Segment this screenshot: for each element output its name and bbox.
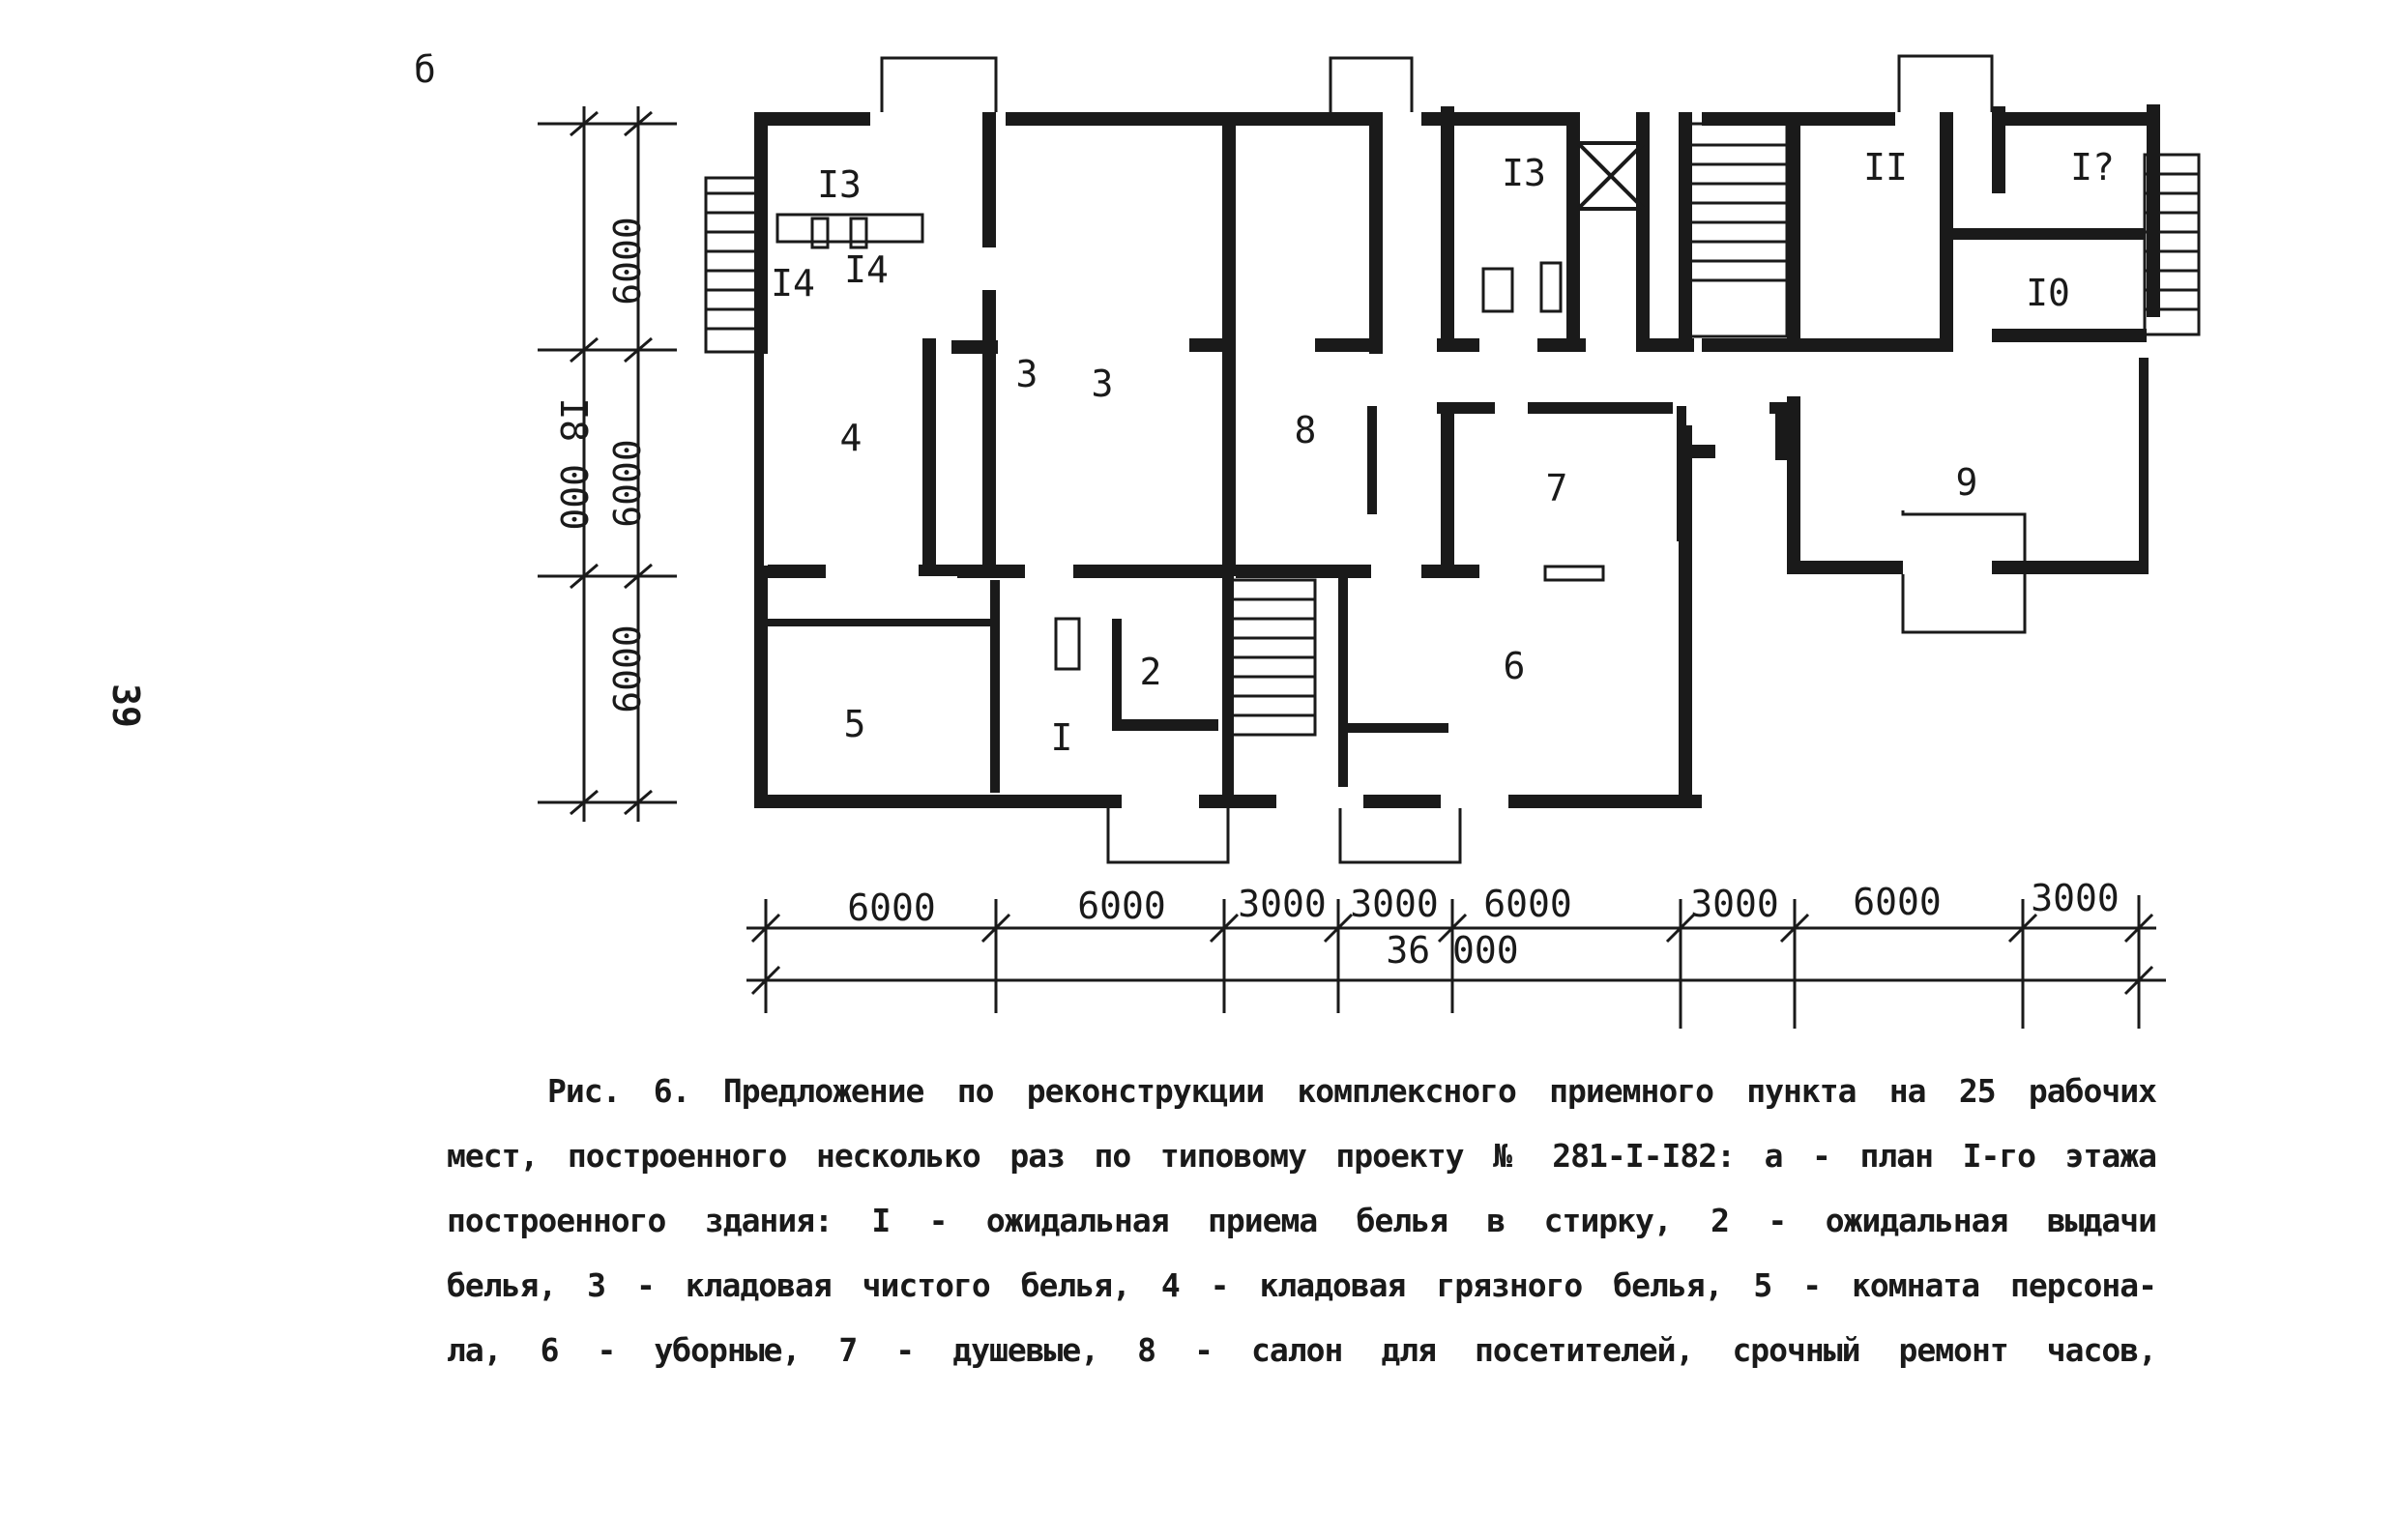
floor-plan: I8 000 6000 6000 6000 6000 6000 3000 300…: [538, 54, 2201, 1029]
room-label-9: 9: [1956, 461, 1978, 504]
room-label-1: I: [1051, 716, 1073, 759]
room-label-12: I?: [2070, 146, 2115, 189]
room-label-3-small: 3: [1016, 353, 1038, 395]
caption-line-3: построенного здания: I - ожидальная прие…: [447, 1202, 2157, 1239]
room-label-2: 2: [1140, 651, 1162, 693]
outer-walls: [754, 104, 2160, 808]
vertical-dimension-labels: I8 000 6000 6000 6000: [552, 217, 649, 713]
vertical-segment-3: 6000: [606, 625, 649, 713]
fixtures: [775, 213, 1605, 671]
horizontal-segment-3: 3000: [1238, 883, 1327, 925]
elevator-shaft: [1576, 141, 1646, 211]
horizontal-segment-5: 6000: [1483, 883, 1572, 925]
horizontal-segment-8: 3000: [2031, 877, 2120, 919]
stair-flights: [1230, 122, 1789, 737]
room-label-3: 3: [1092, 363, 1114, 405]
room-label-14-left: I4: [771, 262, 815, 305]
room-label-8: 8: [1295, 409, 1317, 451]
horizontal-segment-4: 3000: [1350, 883, 1439, 925]
room-label-10: I0: [2026, 272, 2070, 314]
horizontal-segment-2: 6000: [1077, 885, 1166, 927]
horizontal-segment-6: 3000: [1690, 883, 1779, 925]
entrance-porches: [880, 54, 2027, 864]
vertical-dimension-line: [538, 106, 677, 822]
room-label-5: 5: [844, 703, 866, 745]
horizontal-total-label: 36 000: [1386, 929, 1518, 972]
caption-line-1: Рис. 6. Предложение по реконструкции ком…: [547, 1072, 2157, 1110]
vertical-segment-1: 6000: [606, 217, 649, 305]
room-label-13-left: I3: [817, 163, 862, 206]
exterior-stairs: [704, 153, 2201, 354]
room-label-7: 7: [1546, 467, 1568, 509]
vertical-total-label: I8 000: [552, 397, 595, 530]
vertical-segment-2: 6000: [606, 439, 649, 528]
figure-sublabel: б: [414, 48, 436, 91]
room-label-6: 6: [1504, 645, 1526, 687]
room-label-14-right: I4: [844, 248, 889, 291]
horizontal-segment-7: 6000: [1853, 881, 1942, 923]
room-label-11: II: [1863, 146, 1908, 189]
room-label-4: 4: [840, 417, 863, 459]
caption-line-4: белья, 3 - кладовая чистого белья, 4 - к…: [447, 1266, 2157, 1304]
figure-caption: Рис. 6. Предложение по реконструкции ком…: [447, 1059, 2157, 1382]
caption-line-5: ла, 6 - уборные, 7 - душевые, 8 - салон …: [447, 1331, 2157, 1369]
horizontal-dimension-line: [746, 895, 2166, 1029]
horizontal-segment-1: 6000: [847, 886, 936, 929]
horizontal-dimension-labels: 6000 6000 3000 3000 6000 3000 6000 3000 …: [847, 877, 2120, 972]
caption-line-2: мест, построенного несколько раз по типо…: [447, 1137, 2157, 1175]
room-labels: I3 I4 I4 4 5 I 2 3 3 8 I3 7 6 II I? I0 9: [771, 146, 2115, 759]
room-label-13-right: I3: [1502, 152, 1546, 194]
